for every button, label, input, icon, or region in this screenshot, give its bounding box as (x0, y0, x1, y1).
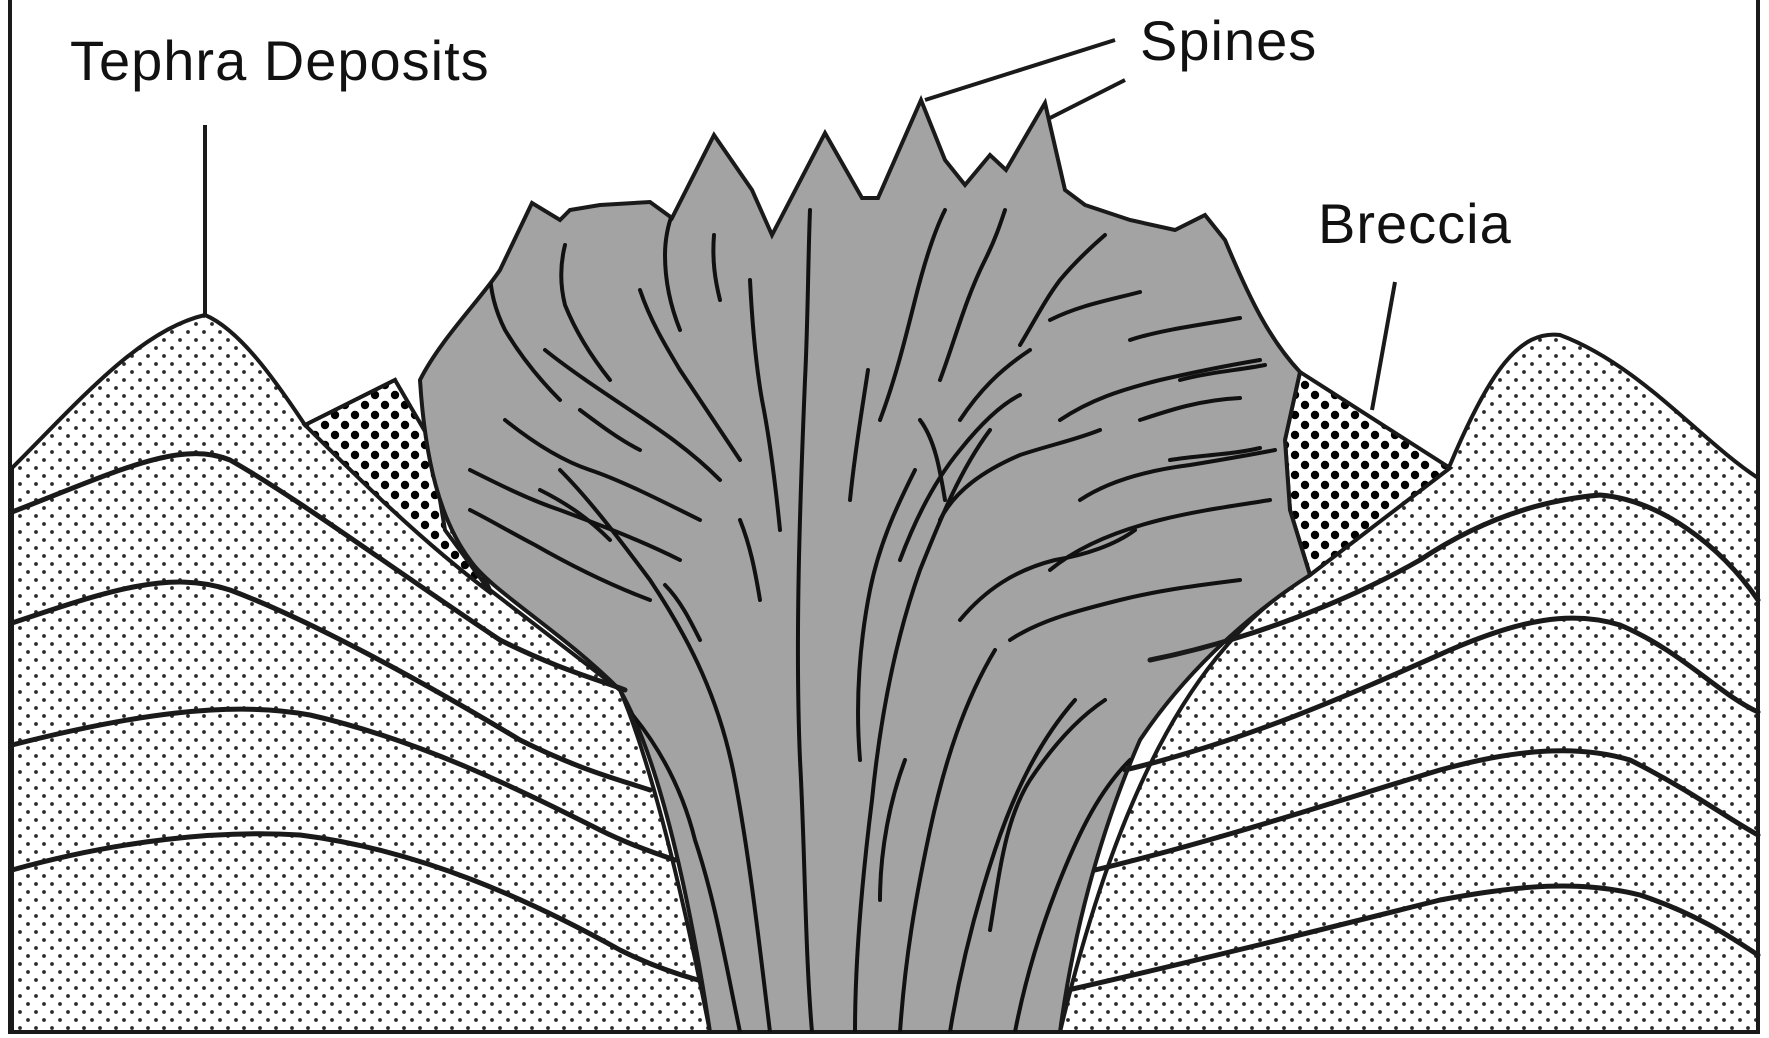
spines-label: Spines (1140, 9, 1317, 72)
tephra-deposits-label: Tephra Deposits (70, 29, 490, 92)
breccia-label: Breccia (1318, 192, 1512, 255)
